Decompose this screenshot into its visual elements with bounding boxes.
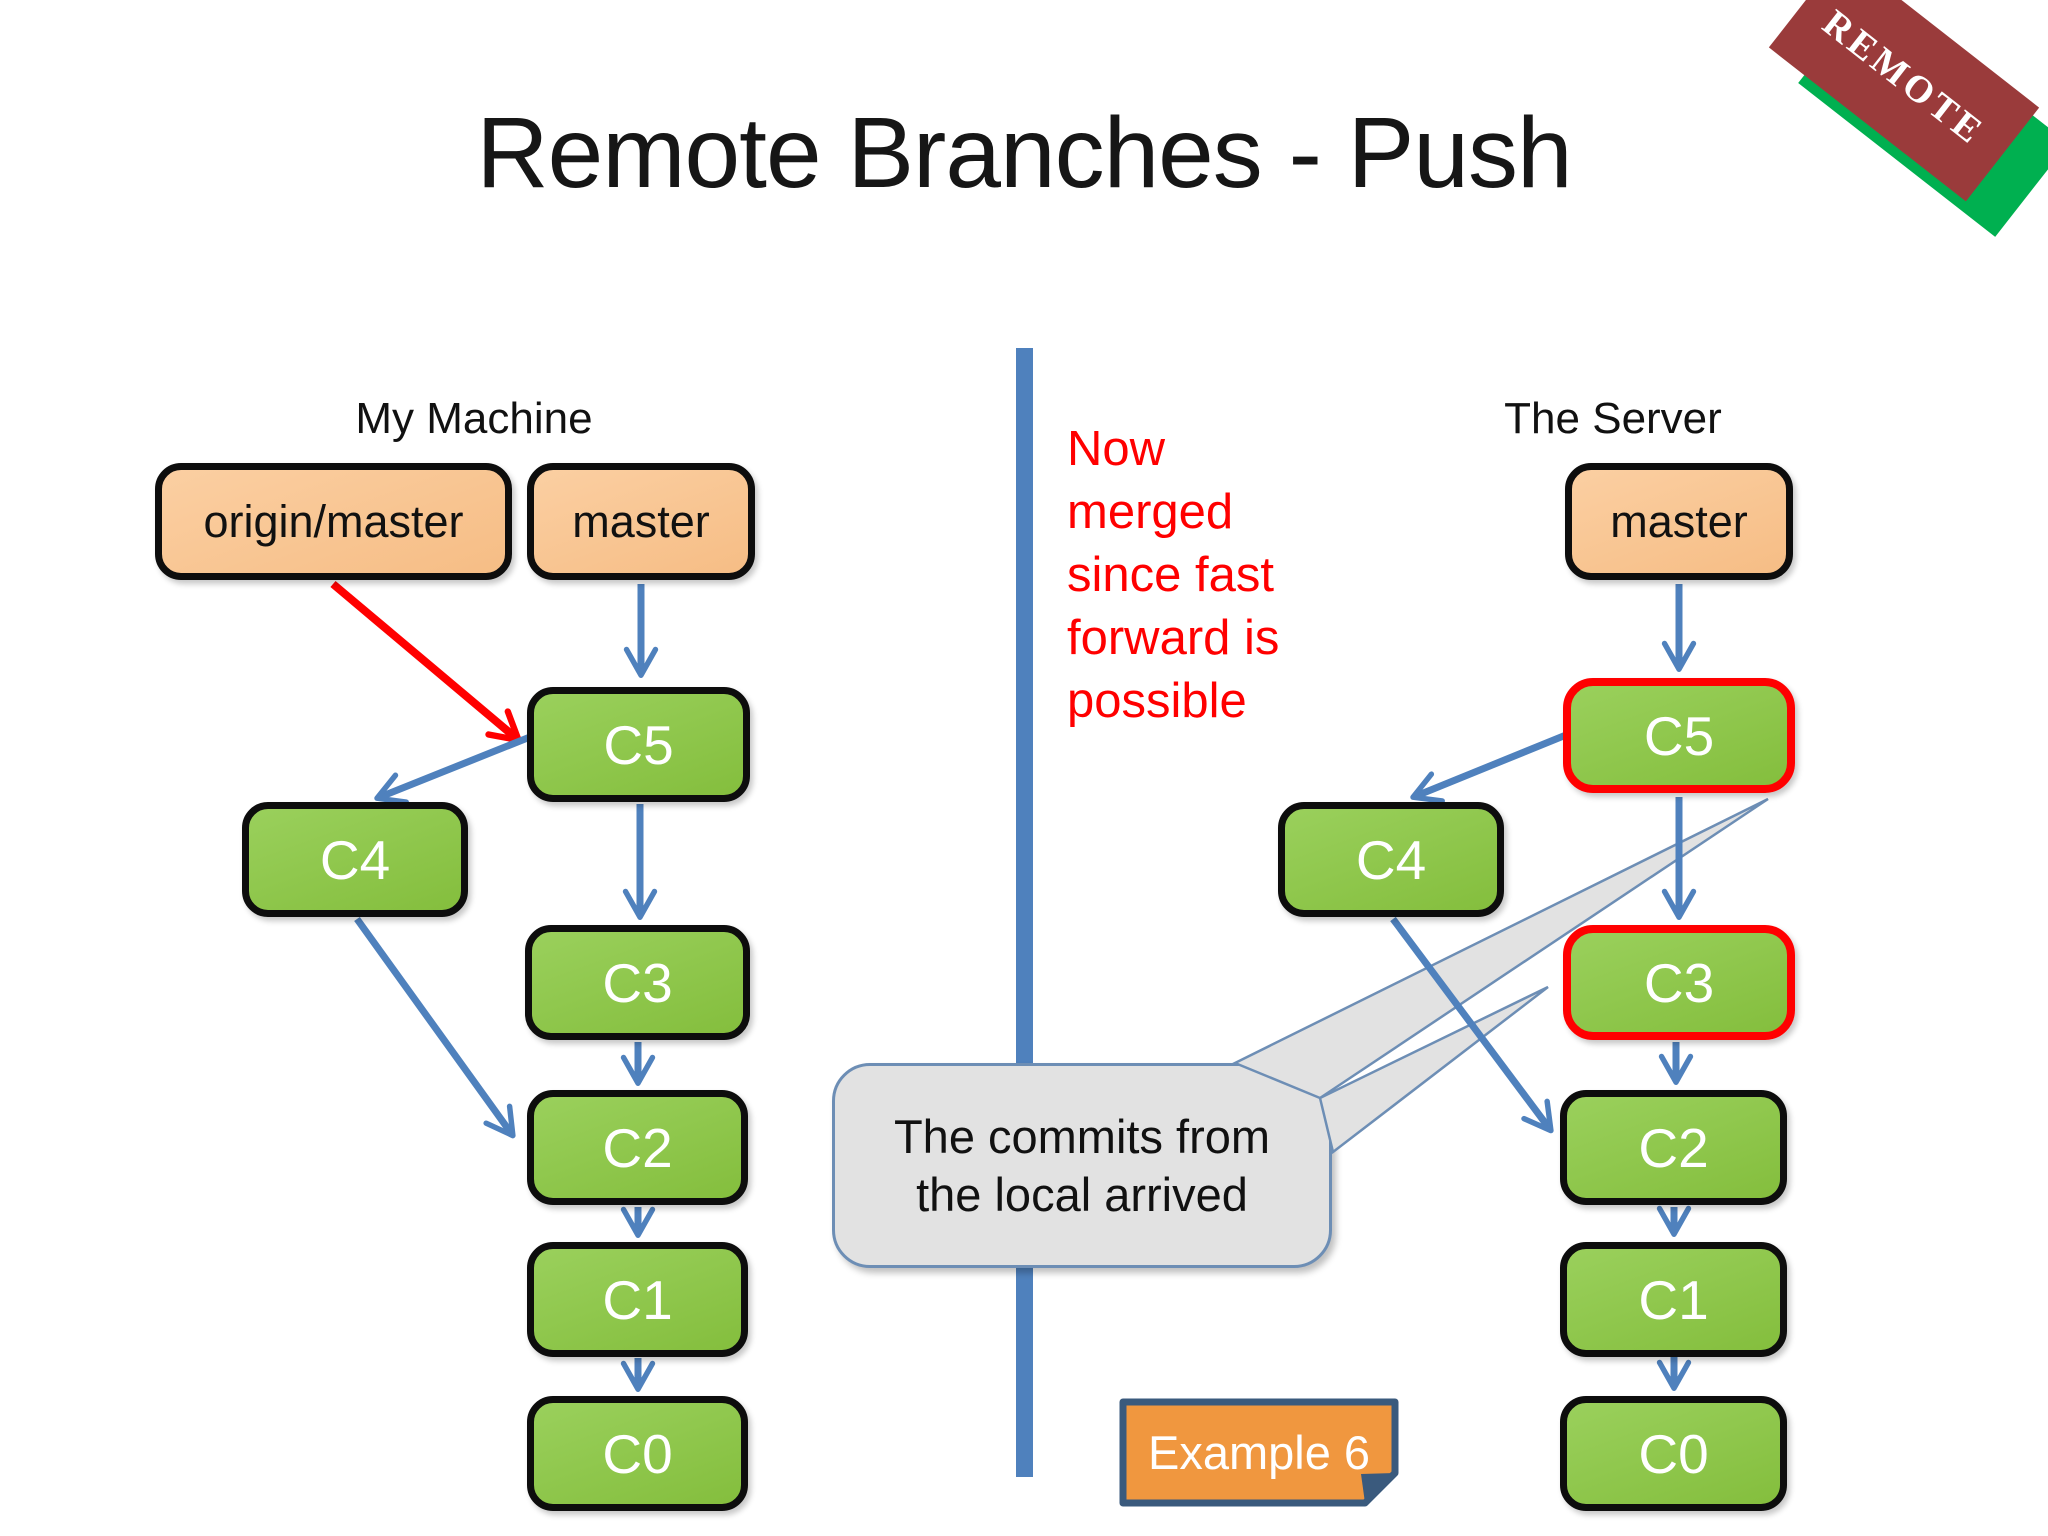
slide-title: Remote Branches - Push xyxy=(476,97,1572,209)
callout-text: The commits from the local arrived xyxy=(893,1110,1271,1221)
commit-label: C1 xyxy=(1638,1268,1709,1331)
commit-label: C5 xyxy=(1643,704,1715,767)
ref-box-master-local: master xyxy=(527,463,755,580)
arrow-c5-to-c4-local xyxy=(374,733,532,805)
ref-box-master-server: master xyxy=(1565,463,1793,580)
commit-box-c0-server: C0 xyxy=(1560,1396,1787,1511)
commit-box-c4-local: C4 xyxy=(242,802,468,917)
heading-my-machine: My Machine xyxy=(355,394,593,443)
commit-box-c0-local: C0 xyxy=(527,1396,748,1511)
callout-pointer-to-c5 xyxy=(1231,797,1769,1100)
commit-box-c3-local: C3 xyxy=(525,925,750,1040)
commit-label: C0 xyxy=(602,1422,673,1485)
ref-label: master xyxy=(572,495,710,547)
commit-label: C3 xyxy=(602,951,673,1014)
commit-label: C5 xyxy=(603,713,674,776)
commit-label: C4 xyxy=(1355,828,1427,891)
commit-box-c5-local: C5 xyxy=(527,687,750,802)
arrow-c5-to-c4-server xyxy=(1410,731,1568,804)
commit-box-c1-local: C1 xyxy=(527,1242,748,1357)
commit-label: C2 xyxy=(1638,1116,1709,1179)
ref-label: origin/master xyxy=(203,495,464,547)
commit-box-c2-local: C2 xyxy=(527,1090,748,1205)
merge-note: Now merged since fast forward is possibl… xyxy=(1067,422,1280,728)
commit-box-c4-server: C4 xyxy=(1278,802,1504,917)
commit-box-c5-server: C5 xyxy=(1563,678,1795,793)
arrow-c4-to-c2-server xyxy=(1390,916,1554,1134)
commit-label: C3 xyxy=(1643,951,1715,1014)
arrow-c4-to-c2-local xyxy=(354,916,516,1139)
callout-bubble: The commits from the local arrived xyxy=(832,1063,1332,1268)
ref-label: master xyxy=(1610,495,1748,547)
commit-box-c2-server: C2 xyxy=(1560,1090,1787,1205)
arrow-origin-master-to-c5 xyxy=(330,580,522,744)
commit-box-c3-server: C3 xyxy=(1563,925,1795,1040)
ref-box-origin-master-local: origin/master xyxy=(155,463,512,580)
commit-label: C0 xyxy=(1638,1422,1709,1485)
example-plaque-fold xyxy=(1361,1473,1395,1503)
commit-label: C1 xyxy=(602,1268,673,1331)
example-label: Example 6 xyxy=(1147,1426,1371,1479)
commit-label: C4 xyxy=(319,828,391,891)
callout-pointer-to-c3 xyxy=(1318,985,1549,1155)
heading-the-server: The Server xyxy=(1504,394,1722,443)
commit-box-c1-server: C1 xyxy=(1560,1242,1787,1357)
commit-label: C2 xyxy=(602,1116,673,1179)
